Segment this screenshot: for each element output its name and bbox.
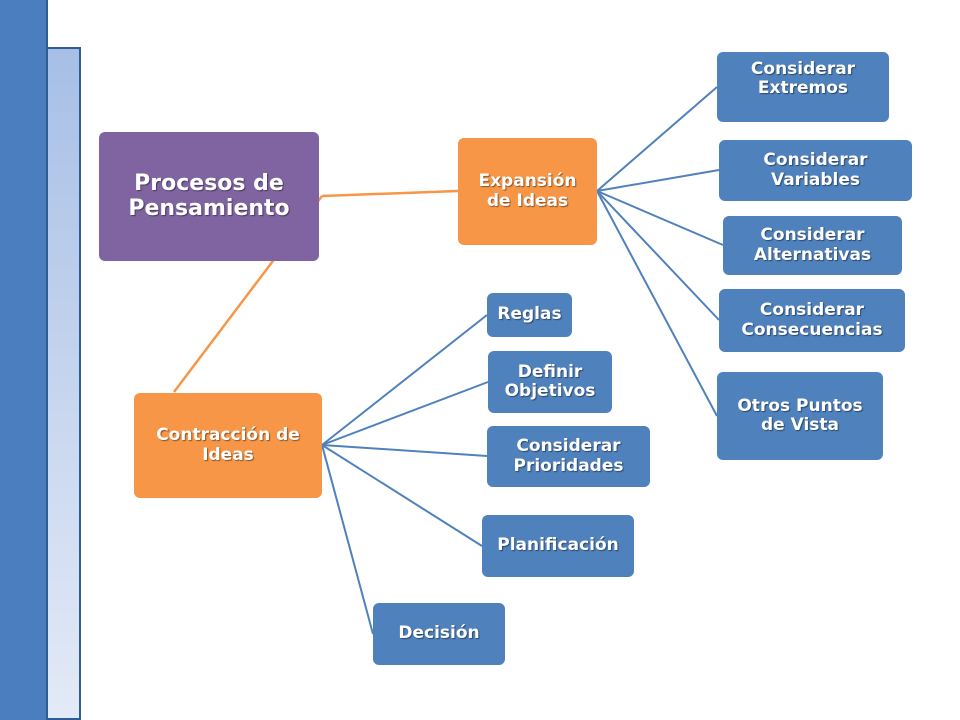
left-sidebar-gradient-bar bbox=[48, 47, 81, 720]
leaf-considerar-variables: Considerar Variables bbox=[719, 140, 912, 201]
leaf-definir-objetivos: Definir Objetivos bbox=[488, 351, 612, 413]
leaf-label: Decisión bbox=[398, 623, 480, 644]
leaf-label: Reglas bbox=[497, 304, 562, 325]
leaf-label: Considerar Extremos bbox=[750, 59, 856, 99]
connector-contraction-decision bbox=[321, 444, 374, 635]
connector-root-expansion bbox=[321, 189, 459, 198]
branch-node-contraccion: Contracción de Ideas bbox=[134, 393, 322, 498]
connector-expansion-alternativas bbox=[596, 190, 724, 246]
root-node-procesos-de-pensamiento: Procesos de Pensamiento bbox=[99, 132, 319, 261]
leaf-label: Planificación bbox=[497, 535, 619, 556]
leaf-reglas: Reglas bbox=[487, 293, 572, 337]
leaf-decision: Decisión bbox=[373, 603, 505, 665]
leaf-considerar-extremos: Considerar Extremos bbox=[717, 52, 889, 122]
leaf-considerar-prioridades: Considerar Prioridades bbox=[487, 426, 650, 487]
branch-contraccion-label: Contracción de Ideas bbox=[156, 425, 300, 465]
branch-node-expansion: Expansión de Ideas bbox=[458, 138, 597, 245]
leaf-label: Considerar Variables bbox=[763, 150, 868, 190]
leaf-planificacion: Planificación bbox=[482, 515, 634, 577]
leaf-label: Considerar Alternativas bbox=[753, 225, 872, 265]
connector-contraction-reglas bbox=[321, 314, 488, 446]
root-node-label: Procesos de Pensamiento bbox=[128, 170, 290, 221]
leaf-considerar-alternativas: Considerar Alternativas bbox=[723, 216, 902, 275]
connector-expansion-otros bbox=[596, 190, 718, 417]
connector-expansion-extremos bbox=[596, 86, 718, 192]
connector-contraction-objetivos bbox=[321, 381, 489, 446]
leaf-otros-puntos-de-vista: Otros Puntos de Vista bbox=[717, 372, 883, 460]
leaf-label: Considerar Prioridades bbox=[513, 436, 624, 476]
leaf-label: Otros Puntos de Vista bbox=[737, 395, 863, 435]
leaf-label: Considerar Consecuencias bbox=[741, 300, 883, 340]
left-sidebar-bar bbox=[0, 0, 48, 720]
connector-contraction-prioridades bbox=[321, 444, 488, 457]
connector-contraction-planificacion bbox=[321, 444, 483, 547]
connector-expansion-variables bbox=[596, 169, 720, 192]
branch-expansion-label: Expansión de Ideas bbox=[478, 171, 577, 211]
connector-expansion-consecuencias bbox=[596, 190, 720, 321]
leaf-label: Definir Objetivos bbox=[504, 361, 596, 401]
leaf-considerar-consecuencias: Considerar Consecuencias bbox=[719, 289, 905, 352]
